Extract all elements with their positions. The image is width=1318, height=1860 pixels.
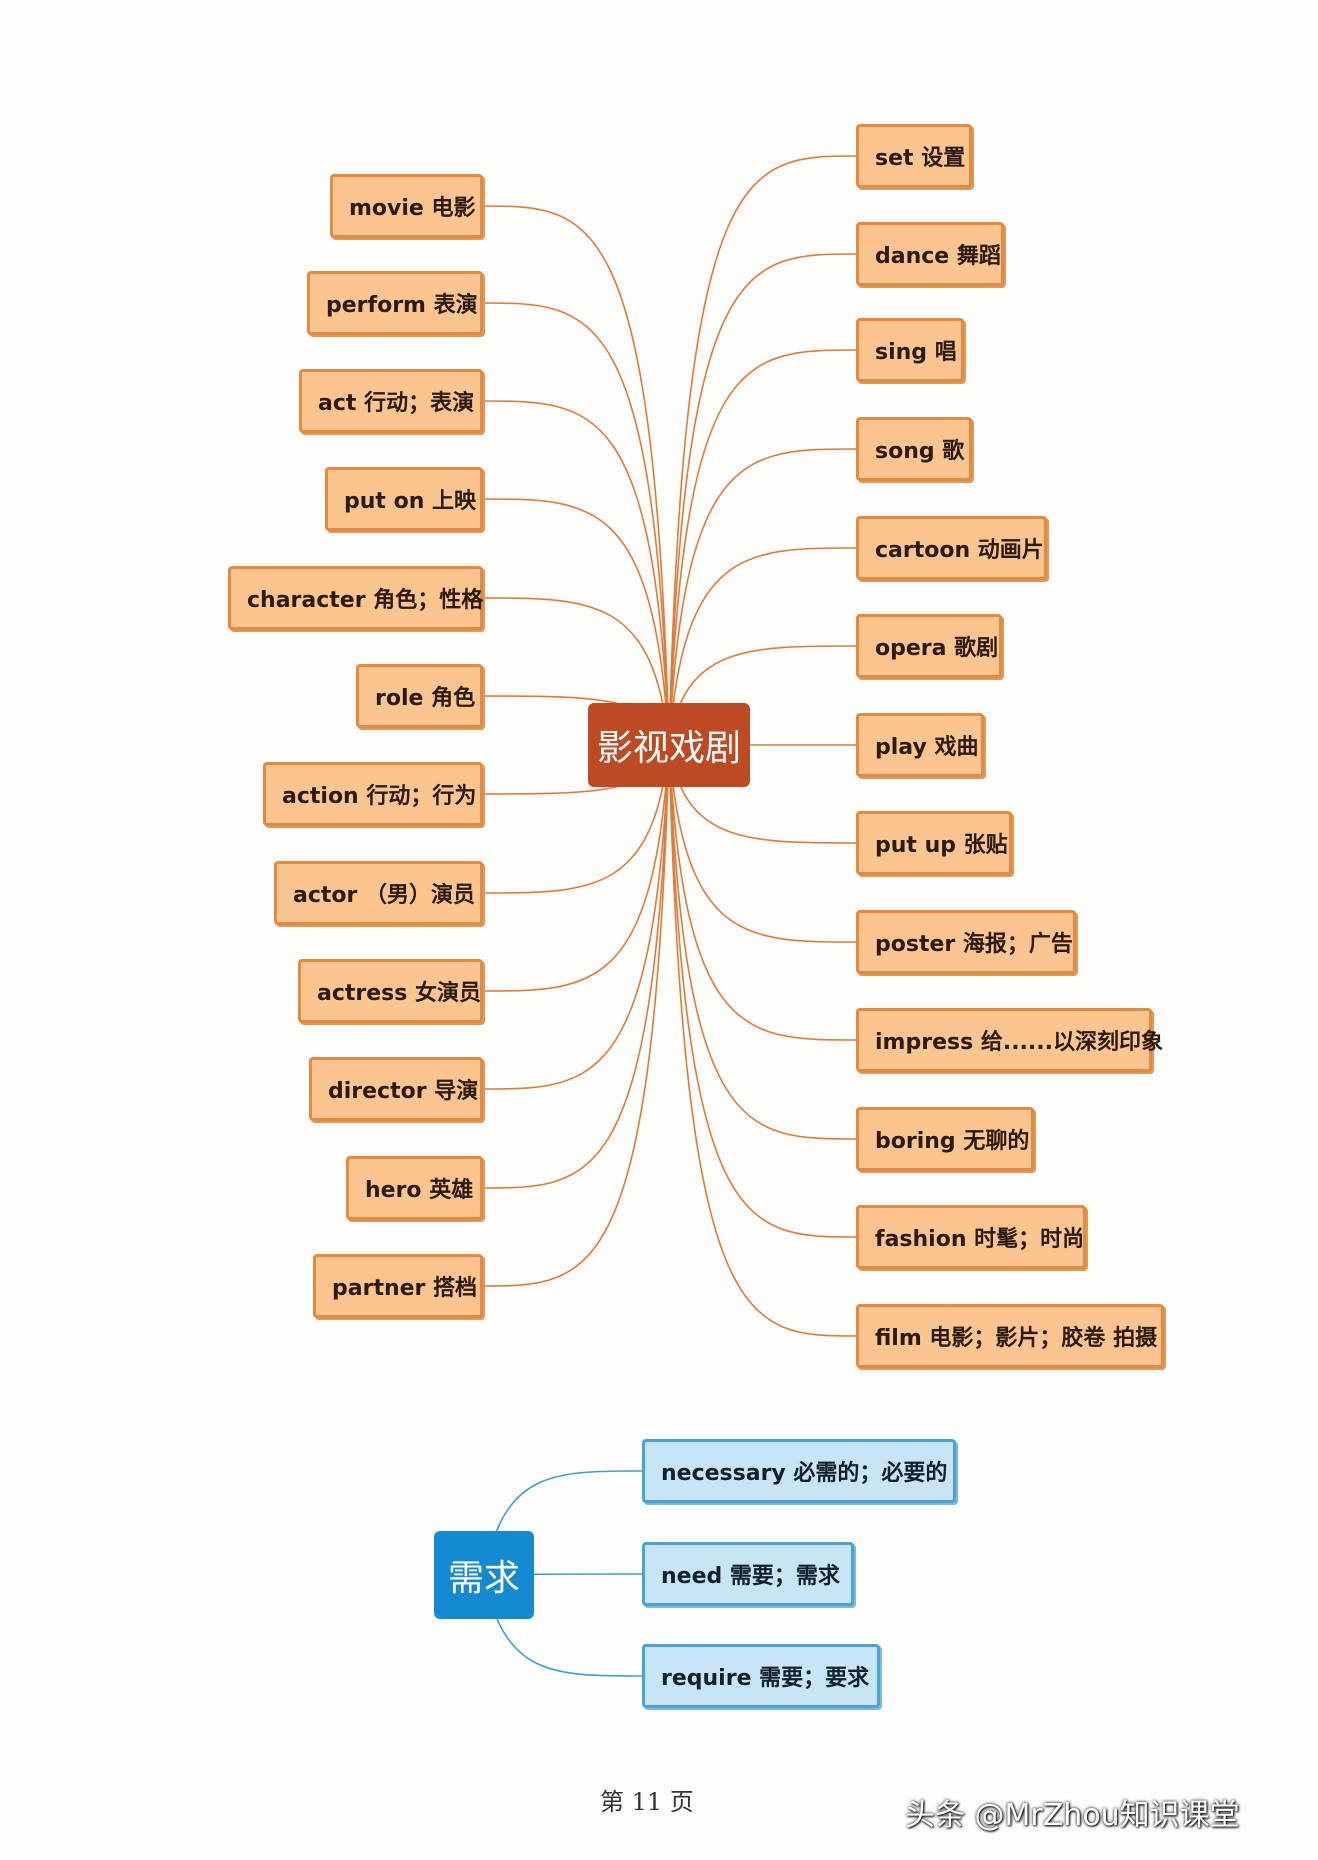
right-node-13: film 电影；影片；胶卷 拍摄 (856, 1304, 1164, 1368)
connector-right-1 (668, 155, 857, 746)
connector-left-1 (482, 205, 670, 746)
right-node-10: impress 给......以深刻印象 (856, 1008, 1163, 1072)
right-node-3: sing 唱 (856, 318, 964, 382)
connector-right-3 (668, 349, 857, 746)
demand-node-2: need 需要；需求 (642, 1542, 854, 1606)
left-node-7: action 行动；行为 (263, 762, 483, 826)
connector-right-9 (668, 744, 857, 943)
center-topic-demand: 需求 (434, 1531, 534, 1619)
right-node-12: fashion 时髦；时尚 (856, 1205, 1086, 1269)
connector-right-10 (668, 744, 857, 1041)
left-node-5: character 角色；性格 (228, 566, 483, 630)
left-node-3: act 行动；表演 (299, 369, 483, 433)
left-node-12: partner 搭档 (313, 1254, 483, 1318)
connector-left-3 (482, 400, 670, 746)
connector-right-12 (668, 744, 857, 1238)
page-number: 第 11 页 (600, 1788, 694, 1816)
right-node-8: put up 张贴 (856, 811, 1012, 875)
connector-left-9 (482, 744, 670, 992)
connector-left-11 (482, 744, 670, 1189)
left-node-1: movie 电影 (330, 174, 483, 238)
center-topic-film-drama: 影视戏剧 (588, 703, 750, 787)
right-node-6: opera 歌剧 (856, 614, 1002, 678)
right-node-11: boring 无聊的 (856, 1107, 1034, 1171)
connector-right-13 (668, 744, 857, 1337)
left-node-8: actor （男）演员 (274, 861, 483, 925)
left-node-11: hero 英雄 (346, 1156, 483, 1220)
connector-right-11 (668, 744, 857, 1140)
connector-left-8 (482, 744, 670, 894)
left-node-2: perform 表演 (307, 271, 483, 335)
right-node-1: set 设置 (856, 124, 972, 188)
connector-right-4 (668, 448, 857, 746)
left-node-6: role 角色 (356, 664, 483, 728)
connector-left-4 (482, 498, 670, 746)
right-node-7: play 戏曲 (856, 713, 984, 777)
connector-left-12 (482, 744, 670, 1287)
watermark: 头条 @MrZhou知识课堂 (905, 1798, 1240, 1833)
left-node-10: director 导演 (309, 1057, 483, 1121)
left-node-4: put on 上映 (325, 467, 483, 531)
left-node-9: actress 女演员 (298, 959, 483, 1023)
connector-left-5 (482, 597, 670, 746)
connector-right-5 (668, 547, 857, 746)
right-node-4: song 歌 (856, 417, 972, 481)
right-node-5: cartoon 动画片 (856, 516, 1047, 580)
right-node-9: poster 海报；广告 (856, 910, 1076, 974)
connector-left-10 (482, 744, 670, 1090)
demand-node-1: necessary 必需的；必要的 (642, 1439, 956, 1503)
demand-node-3: require 需要；要求 (642, 1644, 880, 1708)
right-node-2: dance 舞蹈 (856, 222, 1004, 286)
connector-right-2 (668, 253, 857, 746)
connector-left-2 (482, 302, 670, 746)
